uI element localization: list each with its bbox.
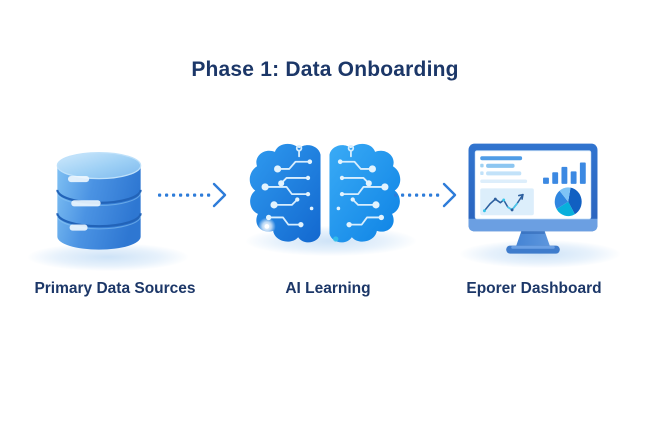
screen-bar-chart bbox=[543, 162, 586, 184]
step-label-ai-learning: AI Learning bbox=[285, 280, 371, 297]
step-label-eporer-dashboard: Eporer Dashboard bbox=[466, 280, 602, 297]
step-label-primary-data-sources: Primary Data Sources bbox=[34, 280, 196, 297]
database-icon bbox=[50, 150, 148, 254]
brain-circuit-icon bbox=[249, 142, 401, 248]
dashboard-monitor-icon bbox=[466, 141, 600, 259]
screen-text-lines bbox=[480, 156, 528, 184]
dotted-arrow-icon bbox=[156, 179, 230, 216]
screen-line-chart bbox=[480, 188, 534, 216]
diagram-title: Phase 1: Data Onboarding bbox=[191, 58, 459, 81]
screen-pie-chart bbox=[554, 187, 582, 217]
dotted-arrow-icon bbox=[392, 179, 466, 216]
